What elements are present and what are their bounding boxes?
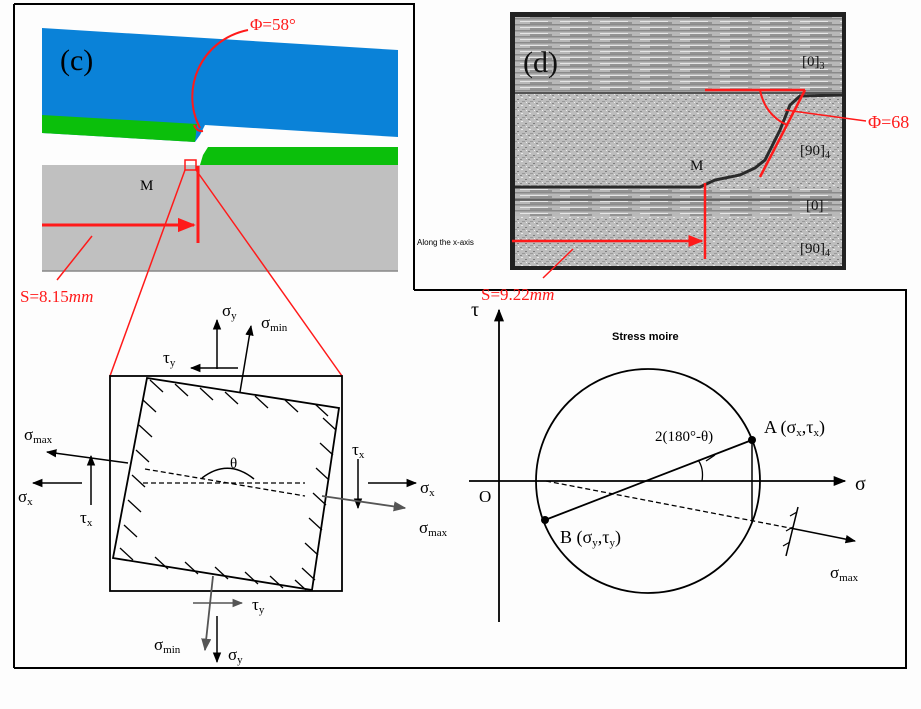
tau-x-right-label: τx: [352, 440, 365, 461]
point-a-label: A (σx,τx): [764, 417, 825, 439]
angle-label: 2(180°-θ): [655, 429, 713, 445]
lower-interface-layer: [200, 147, 398, 165]
mohr-circle: [535, 368, 761, 594]
mohr-title: Stress moire: [612, 331, 679, 343]
sigma-max-left-label: σmax: [24, 425, 53, 446]
reference-square: [109, 375, 343, 592]
distance-label-c: S=8.15mm: [20, 287, 93, 306]
angle-arc: [697, 459, 704, 482]
distance-label-d: S=9.22mm: [481, 285, 554, 304]
stress-element: θ σy σmin τy σmax σx τx τx σx σmax τy σm…: [18, 301, 448, 666]
point-b-label: B (σy,τy): [560, 527, 621, 549]
rotated-element: [111, 376, 341, 592]
layer-0: [515, 188, 842, 216]
sigma-max-left-arrow: [45, 449, 129, 464]
axis-note: Along the x-axis: [417, 238, 474, 247]
layer-label: [90]4: [800, 143, 830, 161]
zoom-line-left: [109, 169, 186, 377]
tau-y-top-label: τy: [163, 348, 176, 369]
sigma-min-top-label: σmin: [261, 313, 288, 334]
principal-direction-dash: [545, 480, 791, 529]
layer-labels: [0]3 [90]4 [0] [90]4: [800, 54, 830, 259]
point-a: [748, 436, 756, 444]
frame: [13, 3, 907, 669]
sigma-min-bottom-arrow: [201, 575, 214, 652]
phi-label-d: Φ=68: [868, 112, 909, 132]
diameter-ab: [544, 439, 753, 521]
upper-interface-layer: [42, 115, 197, 142]
origin-label: O: [479, 487, 491, 506]
point-m-label-d: M: [690, 158, 703, 174]
layer-90-4-upper: [515, 93, 842, 188]
layer-0-3: [515, 17, 842, 93]
top-layer: [42, 28, 398, 142]
crack-angle-line: [758, 89, 807, 178]
panel-c-label: (c): [60, 44, 93, 77]
zoom-line-right: [195, 169, 343, 377]
tau-axis-label: τ: [471, 299, 479, 321]
point-b: [541, 516, 549, 524]
zoom-box: [184, 159, 197, 171]
phi-arc-c: [191, 29, 249, 129]
point-m-label-c: M: [140, 178, 153, 194]
tau-x-left-label: τx: [80, 508, 93, 529]
principal-plane: [785, 506, 799, 557]
layer-label: [90]4: [800, 241, 830, 259]
sigma-max-right-arrow: [321, 495, 407, 512]
panel-c: (c) M Φ=58° S=8.15mm: [20, 15, 398, 377]
sigma-min-bottom-label: σmin: [154, 635, 181, 656]
panel-d-label: (d): [523, 46, 558, 79]
hatching: [119, 379, 337, 591]
tau-y-bottom-label: τy: [252, 595, 265, 616]
plane-hatch: [782, 511, 798, 547]
layer-label: [0]: [806, 198, 824, 214]
phi-arc-d: [759, 89, 788, 126]
sigma-x-right-label: σx: [420, 478, 435, 499]
sigma-max-right-label: σmax: [419, 518, 448, 539]
theta-label: θ: [230, 456, 237, 472]
substrate-layer: [42, 165, 398, 271]
mohr-circle-diagram: τ σ O Stress moire σmax 2(180°-θ) A (σx,…: [469, 299, 866, 622]
layer-label: [0]3: [802, 54, 825, 72]
phi-label-c: Φ=58°: [250, 15, 296, 34]
sigma-y-top-label: σy: [222, 301, 237, 322]
theta-arc: [201, 467, 255, 480]
crack-path: [515, 93, 843, 189]
sigma-y-bottom-label: σy: [228, 645, 243, 666]
sigma-axis-label: σ: [855, 473, 866, 495]
sigma-x-left-label: σx: [18, 487, 33, 508]
sigma-max-label: σmax: [830, 563, 859, 584]
sigma-min-top-arrow: [239, 324, 254, 393]
sigma-max-arrow: [789, 527, 857, 544]
panel-d: (d) [0]3 [90]4 [0] [90]4 M Along the x-a…: [417, 12, 909, 304]
